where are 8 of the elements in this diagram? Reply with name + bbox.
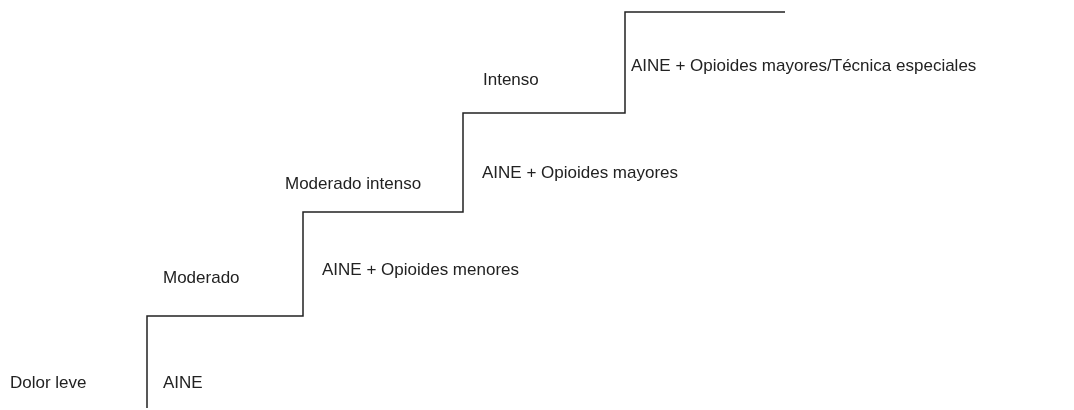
treatment-label: AINE + Opioides mayores/Técnica especiales (631, 56, 977, 76)
treatment-label: AINE (163, 373, 203, 393)
step-label: Moderado intenso (285, 174, 422, 194)
step-label: Moderado (163, 268, 240, 288)
step-label: Intenso (483, 70, 539, 90)
treatment-label: AINE + Opioides menores (322, 260, 519, 280)
treatment-label: AINE + Opioides mayores (482, 163, 679, 183)
step-label: Dolor leve (10, 373, 87, 393)
